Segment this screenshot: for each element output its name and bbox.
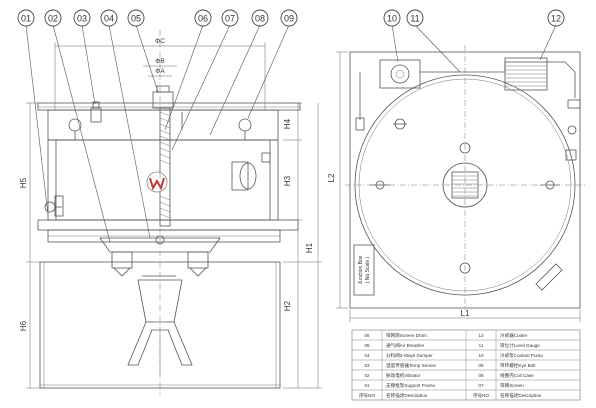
legend-right-desc: 冷却器Cooler [500,332,528,339]
callout-05: 05 [131,14,141,24]
dim-phi-a: ΦA [155,68,165,75]
top-view [336,45,585,322]
legend-right-desc: 线圈壳Coil Case [500,372,534,379]
dim-h2: H2 [283,300,292,311]
legend-left-desc: 分料阀3-Ways Dumper [386,352,433,359]
legend-left-no: 02 [364,373,370,378]
callout-04: 04 [104,14,114,24]
legend-right-no: 07 [478,383,484,388]
legend-left-no: 01 [364,383,370,388]
legend-left-desc: 通气阀Air Breather [386,342,425,349]
callout-06: 06 [198,14,208,24]
legend-right-desc: 筛网Screen [500,382,524,389]
legend-left-desc: 名称描述Description [386,392,428,399]
legend-left-desc: 支撑框架Support Frame [386,382,435,389]
dim-h6: H6 [19,320,28,331]
callout-11: 11 [410,14,419,24]
dimension-labels: ΦC ΦB ΦA H4 H3 H2 H1 H5 H6 L2 L1 [19,38,470,331]
front-view [37,30,301,395]
legend-right-desc: 吊环螺栓Eye Bolt [500,362,536,369]
dim-h3: H3 [283,175,292,186]
callout-08: 08 [255,14,265,24]
legend-right-no: 10 [478,353,484,358]
front-dimensions [26,42,322,389]
legend-left-no: 05 [364,343,370,348]
legend-right-desc: 液位计Level Gauge [500,342,540,349]
dim-h5: H5 [19,177,28,188]
legend-right-no: 09 [478,363,484,368]
parts-legend-table: 06 筛网筒Screen Drum 12 冷却器Cooler 05 通气阀Air Brea… [351,329,581,401]
dim-phi-b: ΦB [155,58,165,65]
legend-left-no: 序号NO [359,392,376,399]
callouts: 01 02 03 04 05 06 07 08 09 10 11 12 [17,9,565,243]
callout-07: 07 [225,14,235,24]
callout-12: 12 [551,14,561,24]
legend-right-no: 12 [478,333,484,338]
dim-h1: H1 [305,242,314,253]
dim-phi-c: ΦC [155,38,165,45]
dim-h4: H4 [283,118,292,129]
legend-right-no: 序号NO [473,392,490,399]
legend-right-no: 11 [479,343,484,348]
callout-09: 09 [284,14,294,24]
callout-03: 03 [77,14,87,24]
callout-01: 01 [21,14,31,24]
junction-box-label: Junction Box ( No Scale ) [358,255,371,284]
dim-l1: L1 [461,309,470,318]
legend-left-no: 06 [364,333,370,338]
legend-left-desc: 振动电机Vibrator [386,372,421,379]
legend-right-no: 08 [478,373,484,378]
legend-left-desc: 温度传感器Temp Sensor [386,362,437,369]
legend-left-desc: 筛网筒Screen Drum [386,332,427,339]
junction-box-title: Junction Box [358,255,364,284]
callout-10: 10 [387,14,397,24]
dim-l2: L2 [327,173,336,182]
legend-left-no: 03 [364,363,370,368]
callout-02: 02 [48,14,58,24]
legend-left-no: 04 [364,353,370,358]
legend-right-desc: 名称描述Description [500,392,542,399]
junction-box-note: ( No Scale ) [365,256,371,283]
legend-right-desc: 冷却泵Coolant Pump [500,352,543,359]
